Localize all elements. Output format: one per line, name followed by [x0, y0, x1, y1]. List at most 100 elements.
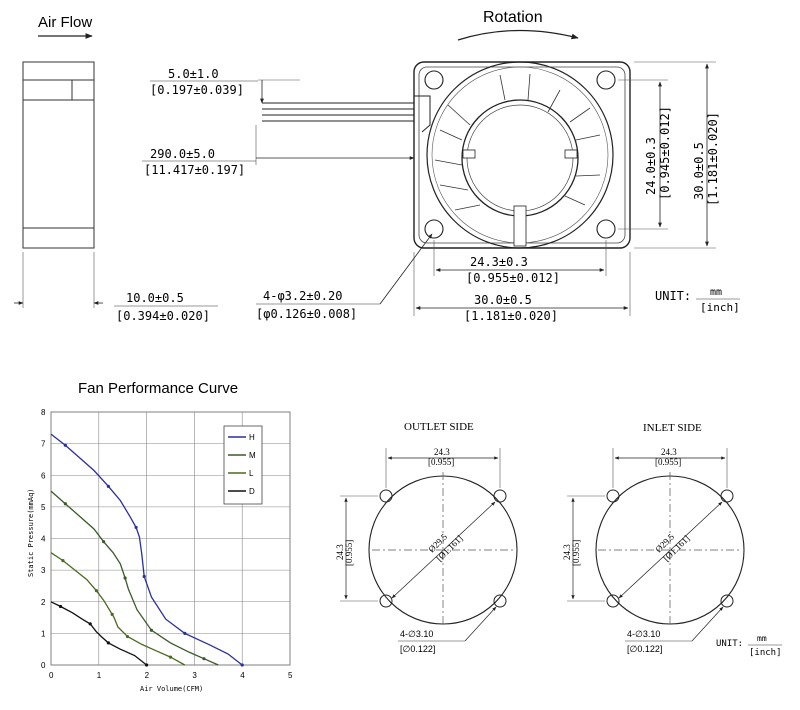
- chart-series: [50, 433, 244, 667]
- series-point-D: [88, 622, 92, 626]
- series-point-D: [58, 604, 63, 609]
- series-point-L: [61, 559, 65, 563]
- series-line-D: [50, 601, 148, 666]
- unit2-denominator: [inch]: [749, 648, 782, 658]
- y-tick-label: 5: [41, 503, 46, 512]
- unit-numerator: mm: [710, 287, 722, 298]
- outlet-vpitch-inch: [0.955]: [344, 540, 354, 566]
- series-point-M: [149, 628, 153, 632]
- lead-offset-dim-inch: [0.197±0.039]: [150, 83, 244, 97]
- y-tick-label: 2: [41, 598, 46, 607]
- inlet-vpitch-inch: [0.955]: [571, 540, 581, 566]
- height-dim-inch: [1.181±0.020]: [706, 112, 720, 206]
- legend-label-L: L: [249, 469, 254, 478]
- outlet-pitch-inch: [0.955]: [428, 457, 454, 467]
- outlet-pitch: 24.3: [434, 447, 450, 457]
- series-point-H: [106, 484, 110, 488]
- series-point-H: [134, 525, 138, 530]
- inlet-hole: [606, 594, 620, 608]
- series-point-H: [63, 443, 67, 447]
- x-tick-label: 1: [97, 671, 102, 680]
- outlet-holes-inch: [∅0.122]: [400, 644, 435, 654]
- fan-side-view: [22, 61, 95, 249]
- rotation-arrow: [457, 29, 579, 41]
- inlet-pitch-inch: [0.955]: [655, 457, 681, 467]
- x-tick-label: 2: [145, 671, 150, 680]
- chart-xlabel: Air Volume(CFM): [140, 685, 203, 693]
- series-point-D: [106, 641, 110, 645]
- depth-dim-inch: [0.394±0.020]: [116, 309, 210, 323]
- series-point-H: [142, 574, 146, 579]
- chart-title: Fan Performance Curve: [78, 380, 238, 397]
- y-tick-label: 4: [41, 535, 46, 544]
- chart-ylabel: Static Pressure(mmAq): [27, 488, 35, 577]
- fan-front-view: Rotation: [142, 9, 740, 323]
- outlet-title: OUTLET SIDE: [404, 421, 474, 433]
- outlet-hole: [379, 594, 393, 608]
- y-tick-label: 0: [41, 661, 46, 670]
- y-tick-label: 7: [41, 440, 46, 449]
- legend-label-D: D: [249, 487, 255, 496]
- inlet-holes-inch: [∅0.122]: [627, 644, 662, 654]
- inlet-vpitch: 24.3: [562, 544, 572, 560]
- fan-hub: [461, 99, 579, 217]
- series-point-L: [125, 634, 130, 639]
- hole-pitch-dim: 24.3±0.3: [470, 255, 528, 269]
- outlet-holes: 4-∅3.10: [400, 629, 433, 639]
- mount-hole: [596, 219, 616, 239]
- inlet-title: INLET SIDE: [643, 422, 702, 434]
- inlet-hole: [606, 489, 620, 503]
- mount-hole: [596, 70, 616, 90]
- x-tick-label: 5: [288, 671, 293, 680]
- outlet-hole: [493, 489, 507, 503]
- series-point-M: [202, 657, 206, 661]
- lead-length-dim: 290.0±5.0: [150, 147, 215, 161]
- inlet-side-view: INLET SIDE 24.3 [0.955] 24.3 [0.955] Ø29…: [562, 422, 782, 658]
- unit2-label: UNIT:: [716, 639, 743, 649]
- holes-dim-inch: [φ0.126±0.008]: [256, 307, 357, 321]
- y-tick-label: 6: [41, 471, 46, 480]
- width-dim-inch: [1.181±0.020]: [464, 309, 558, 323]
- series-point-M: [123, 576, 127, 580]
- legend-label-M: M: [249, 451, 256, 460]
- y-tick-label: 1: [41, 629, 46, 638]
- series-line-M: [50, 490, 219, 666]
- series-point-D: [145, 663, 149, 667]
- mount-hole: [424, 219, 444, 239]
- y-tick-label: 8: [41, 408, 46, 417]
- air-flow-section: Air Flow 10.0±0.5 [0.394±0.020]: [14, 14, 218, 323]
- series-point-M: [63, 502, 67, 506]
- lead-length-dim-inch: [11.417±0.197]: [144, 163, 245, 177]
- depth-dim: 10.0±0.5: [126, 291, 184, 305]
- vertical-pitch-dim: 24.0±0.3: [644, 137, 658, 195]
- x-tick-label: 3: [192, 671, 197, 680]
- inlet-pitch: 24.3: [661, 447, 677, 457]
- outlet-hole: [379, 489, 393, 503]
- holes-dim: 4-φ3.2±0.20: [263, 289, 342, 303]
- series-point-L: [110, 612, 114, 617]
- outlet-hole: [493, 594, 507, 608]
- unit-label: UNIT:: [655, 289, 691, 303]
- height-dim: 30.0±0.5: [692, 142, 706, 200]
- series-point-H: [183, 631, 187, 635]
- rotation-label: Rotation: [483, 9, 543, 26]
- x-tick-label: 4: [240, 671, 245, 680]
- vertical-pitch-dim-inch: [0.945±0.012]: [658, 106, 672, 200]
- venturi: [426, 61, 614, 249]
- inlet-hole: [720, 489, 734, 503]
- hole-pitch-dim-inch: [0.955±0.012]: [466, 271, 560, 285]
- legend-label-H: H: [249, 433, 255, 442]
- unit2-numerator: mm: [757, 634, 767, 643]
- y-tick-label: 3: [41, 566, 46, 575]
- inlet-holes: 4-∅3.10: [627, 629, 660, 639]
- series-point-H: [240, 663, 244, 667]
- series-point-L: [94, 589, 99, 593]
- series-line-H: [50, 433, 243, 666]
- series-point-M: [101, 540, 106, 544]
- outlet-side-view: OUTLET SIDE 24.3 [0.955] 24.3 [0.955] Ø2…: [335, 421, 518, 654]
- lead-offset-dim: 5.0±1.0: [168, 67, 219, 81]
- inlet-hole: [720, 594, 734, 608]
